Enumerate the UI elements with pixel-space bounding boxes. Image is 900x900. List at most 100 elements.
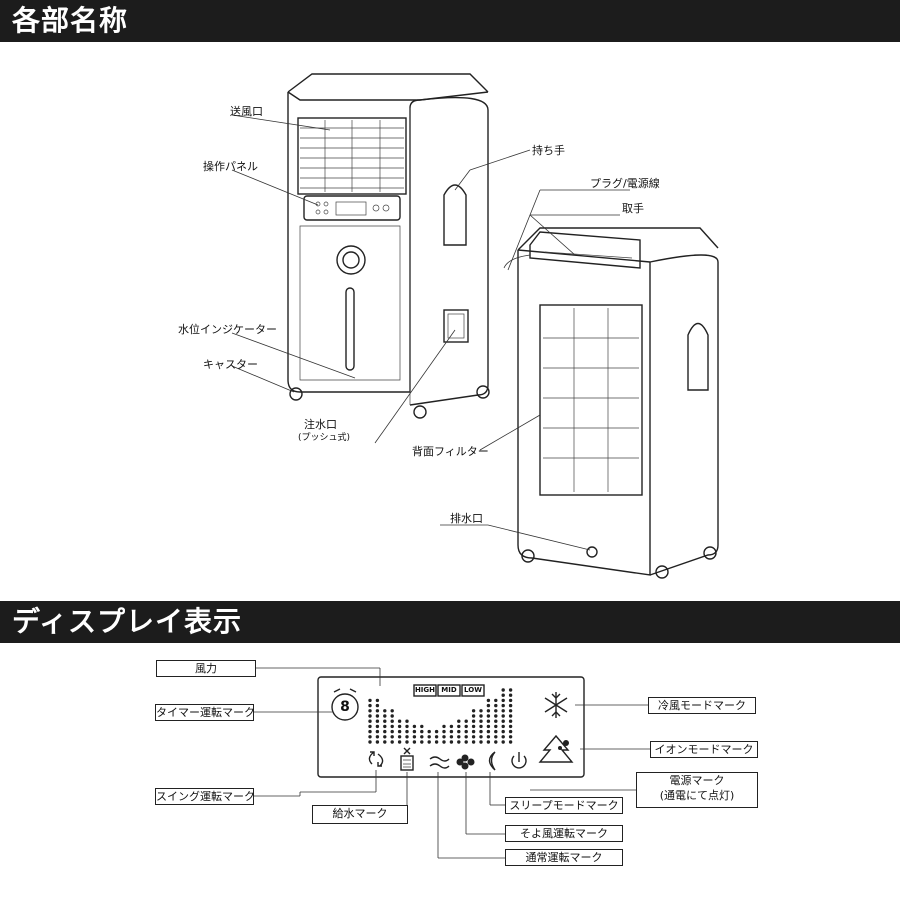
wind-bar-dot <box>449 729 454 734</box>
wind-bar-dot <box>375 724 380 729</box>
wind-bar-dot <box>397 724 402 729</box>
wind-bar-dot <box>375 740 380 744</box>
wind-bar-dot <box>486 729 491 734</box>
wind-bar-dot <box>442 735 446 739</box>
wind-bar-dot <box>464 719 468 723</box>
wind-bar-dot <box>479 735 483 739</box>
wind-bar-dot <box>412 729 417 734</box>
wind-bar-dot <box>494 709 498 713</box>
label-vent: 送風口 <box>230 105 263 118</box>
wind-bar-dot <box>383 729 387 734</box>
wind-bar-dot <box>479 740 483 744</box>
label-back-filter: 背面フィルター <box>412 445 489 458</box>
wind-bar-dot <box>486 714 491 718</box>
label-sleep: スリープモードマーク <box>505 797 623 814</box>
wind-bar-dot <box>471 714 476 718</box>
wind-bar-dot <box>501 709 505 713</box>
label-power-box: 電源マーク (通電にて点灯) <box>636 772 758 808</box>
wind-bar-dot <box>479 724 483 729</box>
wind-bar-dot <box>368 724 372 729</box>
wind-bar-dot <box>479 714 483 718</box>
wind-bar-dot <box>479 729 483 734</box>
wind-bar-dot <box>427 729 431 734</box>
wind-bar-dot <box>405 735 409 739</box>
wind-bar-dot <box>420 729 424 734</box>
wind-bar-dot <box>397 735 402 739</box>
wind-bar-dot <box>501 714 505 718</box>
label-cool: 冷風モードマーク <box>648 697 756 714</box>
wind-bar-dot <box>442 740 446 744</box>
wind-bar-dot <box>368 698 372 703</box>
wind-bar-dot <box>457 719 461 723</box>
wind-bar-dot <box>471 724 476 729</box>
wind-bar-dot <box>486 740 491 744</box>
snowflake-icon <box>544 692 568 718</box>
wind-bar-dot <box>508 688 513 692</box>
wind-bar-dot <box>368 729 372 734</box>
wind-bar-dot <box>368 703 372 708</box>
wave-icon <box>429 756 450 769</box>
wind-bar-dot <box>501 703 505 708</box>
wind-bar-dot <box>375 729 380 734</box>
fan-icon <box>456 754 475 770</box>
wind-level-bars <box>368 688 513 744</box>
wind-bar-dot <box>420 740 424 744</box>
timer-digit: 8 <box>340 699 350 715</box>
label-power-sub: (通電にて点灯) <box>659 789 735 802</box>
wind-bar-dot <box>508 740 513 744</box>
wind-bar-dot <box>457 740 461 744</box>
wind-bar-dot <box>471 729 476 734</box>
wind-bar-dot <box>508 698 513 703</box>
wind-bar-dot <box>427 735 431 739</box>
wind-bar-dot <box>405 724 409 729</box>
wind-bar-dot <box>420 724 424 729</box>
label-power: 電源マーク <box>669 774 725 787</box>
wind-bar-dot <box>412 724 417 729</box>
wind-bar-dot <box>494 719 498 723</box>
low-indicator: LOW <box>464 686 482 694</box>
wind-bar-dot <box>390 729 394 734</box>
label-water-supply: 給水マーク <box>312 805 408 824</box>
wind-bar-dot <box>390 724 394 729</box>
wind-bar-dot <box>464 729 468 734</box>
wind-bar-dot <box>375 719 380 723</box>
wind-bar-dot <box>464 740 468 744</box>
label-water-indicator: 水位インジケーター <box>178 323 277 336</box>
wind-bar-dot <box>397 729 402 734</box>
label-plug: プラグ/電源線 <box>590 177 660 190</box>
wind-bar-dot <box>375 709 380 713</box>
wind-bar-dot <box>449 735 454 739</box>
wind-bar-dot <box>471 709 476 713</box>
wind-bar-dot <box>486 719 491 723</box>
water-tank-icon <box>400 747 414 771</box>
wind-bar-dot <box>405 740 409 744</box>
wind-bar-dot <box>508 735 513 739</box>
wind-bar-dot <box>449 724 454 729</box>
wind-bar-dot <box>508 724 513 729</box>
wind-bar-dot <box>501 729 505 734</box>
wind-bar-dot <box>501 719 505 723</box>
wind-bar-dot <box>427 740 431 744</box>
front-unit <box>287 73 490 419</box>
wind-bar-dot <box>494 729 498 734</box>
high-indicator: HIGH <box>414 686 436 694</box>
wind-bar-dot <box>501 693 505 697</box>
wind-bar-dot <box>508 703 513 708</box>
wind-bar-dot <box>486 698 491 703</box>
wind-bar-dot <box>368 714 372 718</box>
wind-bar-dot <box>383 735 387 739</box>
wind-bar-dot <box>405 729 409 734</box>
mid-indicator: MID <box>441 686 457 694</box>
wind-bar-dot <box>368 709 372 713</box>
wind-bar-dot <box>494 735 498 739</box>
wind-bar-dot <box>368 719 372 723</box>
wind-bar-dot <box>457 724 461 729</box>
wind-bar-dot <box>494 740 498 744</box>
label-water-inlet: 注水口 <box>304 418 337 431</box>
label-handle: 取手 <box>622 202 644 215</box>
wind-bar-dot <box>375 698 380 703</box>
wind-bar-dot <box>471 735 476 739</box>
wind-bar-dot <box>434 735 439 739</box>
label-normal: 通常運転マーク <box>505 849 623 866</box>
wind-bar-dot <box>383 714 387 718</box>
